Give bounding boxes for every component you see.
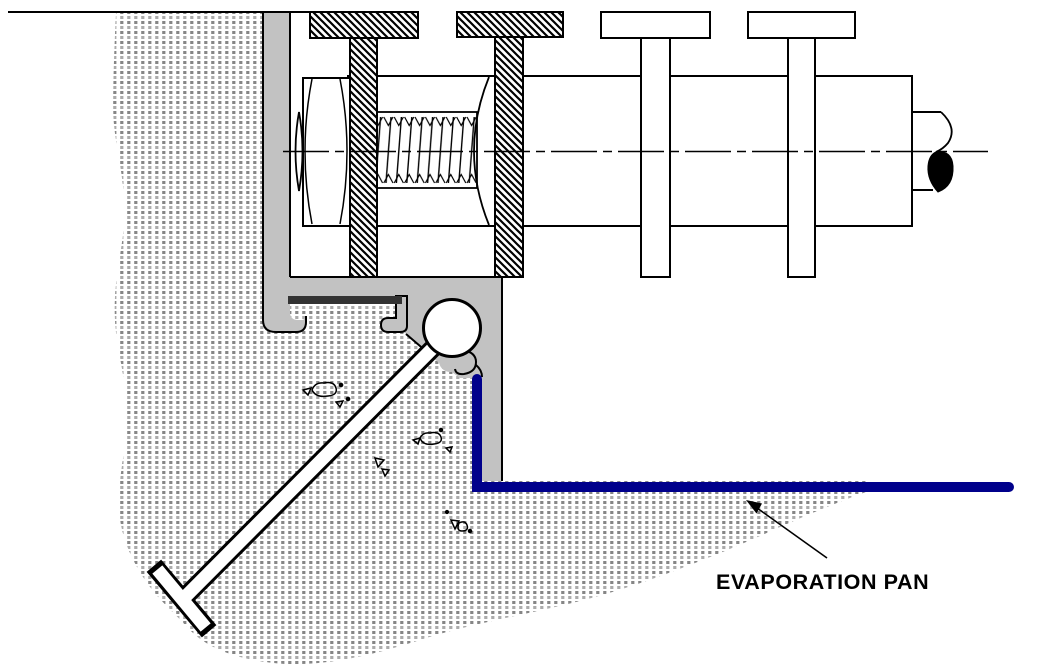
socket-curl-outline [454, 349, 478, 376]
evaporation-pan-label: EVAPORATION PAN [716, 570, 929, 594]
profile-horizontal-band [263, 277, 502, 297]
gravel-marks [301, 376, 473, 534]
plain-t-rail-3 [600, 11, 711, 278]
profile-outlines [8, 11, 503, 481]
gasket-strip [288, 296, 402, 304]
profile-vertical-strip [263, 12, 290, 297]
profile-slot-hook [379, 295, 408, 333]
leader-arrow [746, 500, 828, 559]
evaporation-pan-line [472, 374, 1014, 492]
diagonal-rod [177, 330, 451, 605]
ball-joint [422, 298, 482, 358]
strip-left-outline [262, 12, 307, 333]
shaft-break-symbol [912, 111, 954, 193]
bolt-assembly [283, 11, 988, 278]
arrowhead-icon [746, 500, 762, 514]
plain-t-rail-4 [747, 11, 856, 278]
profile-j-hook [263, 297, 307, 331]
hatched-t-rail-2 [456, 11, 564, 278]
support-rod-assembly [146, 298, 482, 638]
hatched-t-rail-1 [309, 11, 419, 278]
socket-step-outline [475, 364, 483, 378]
